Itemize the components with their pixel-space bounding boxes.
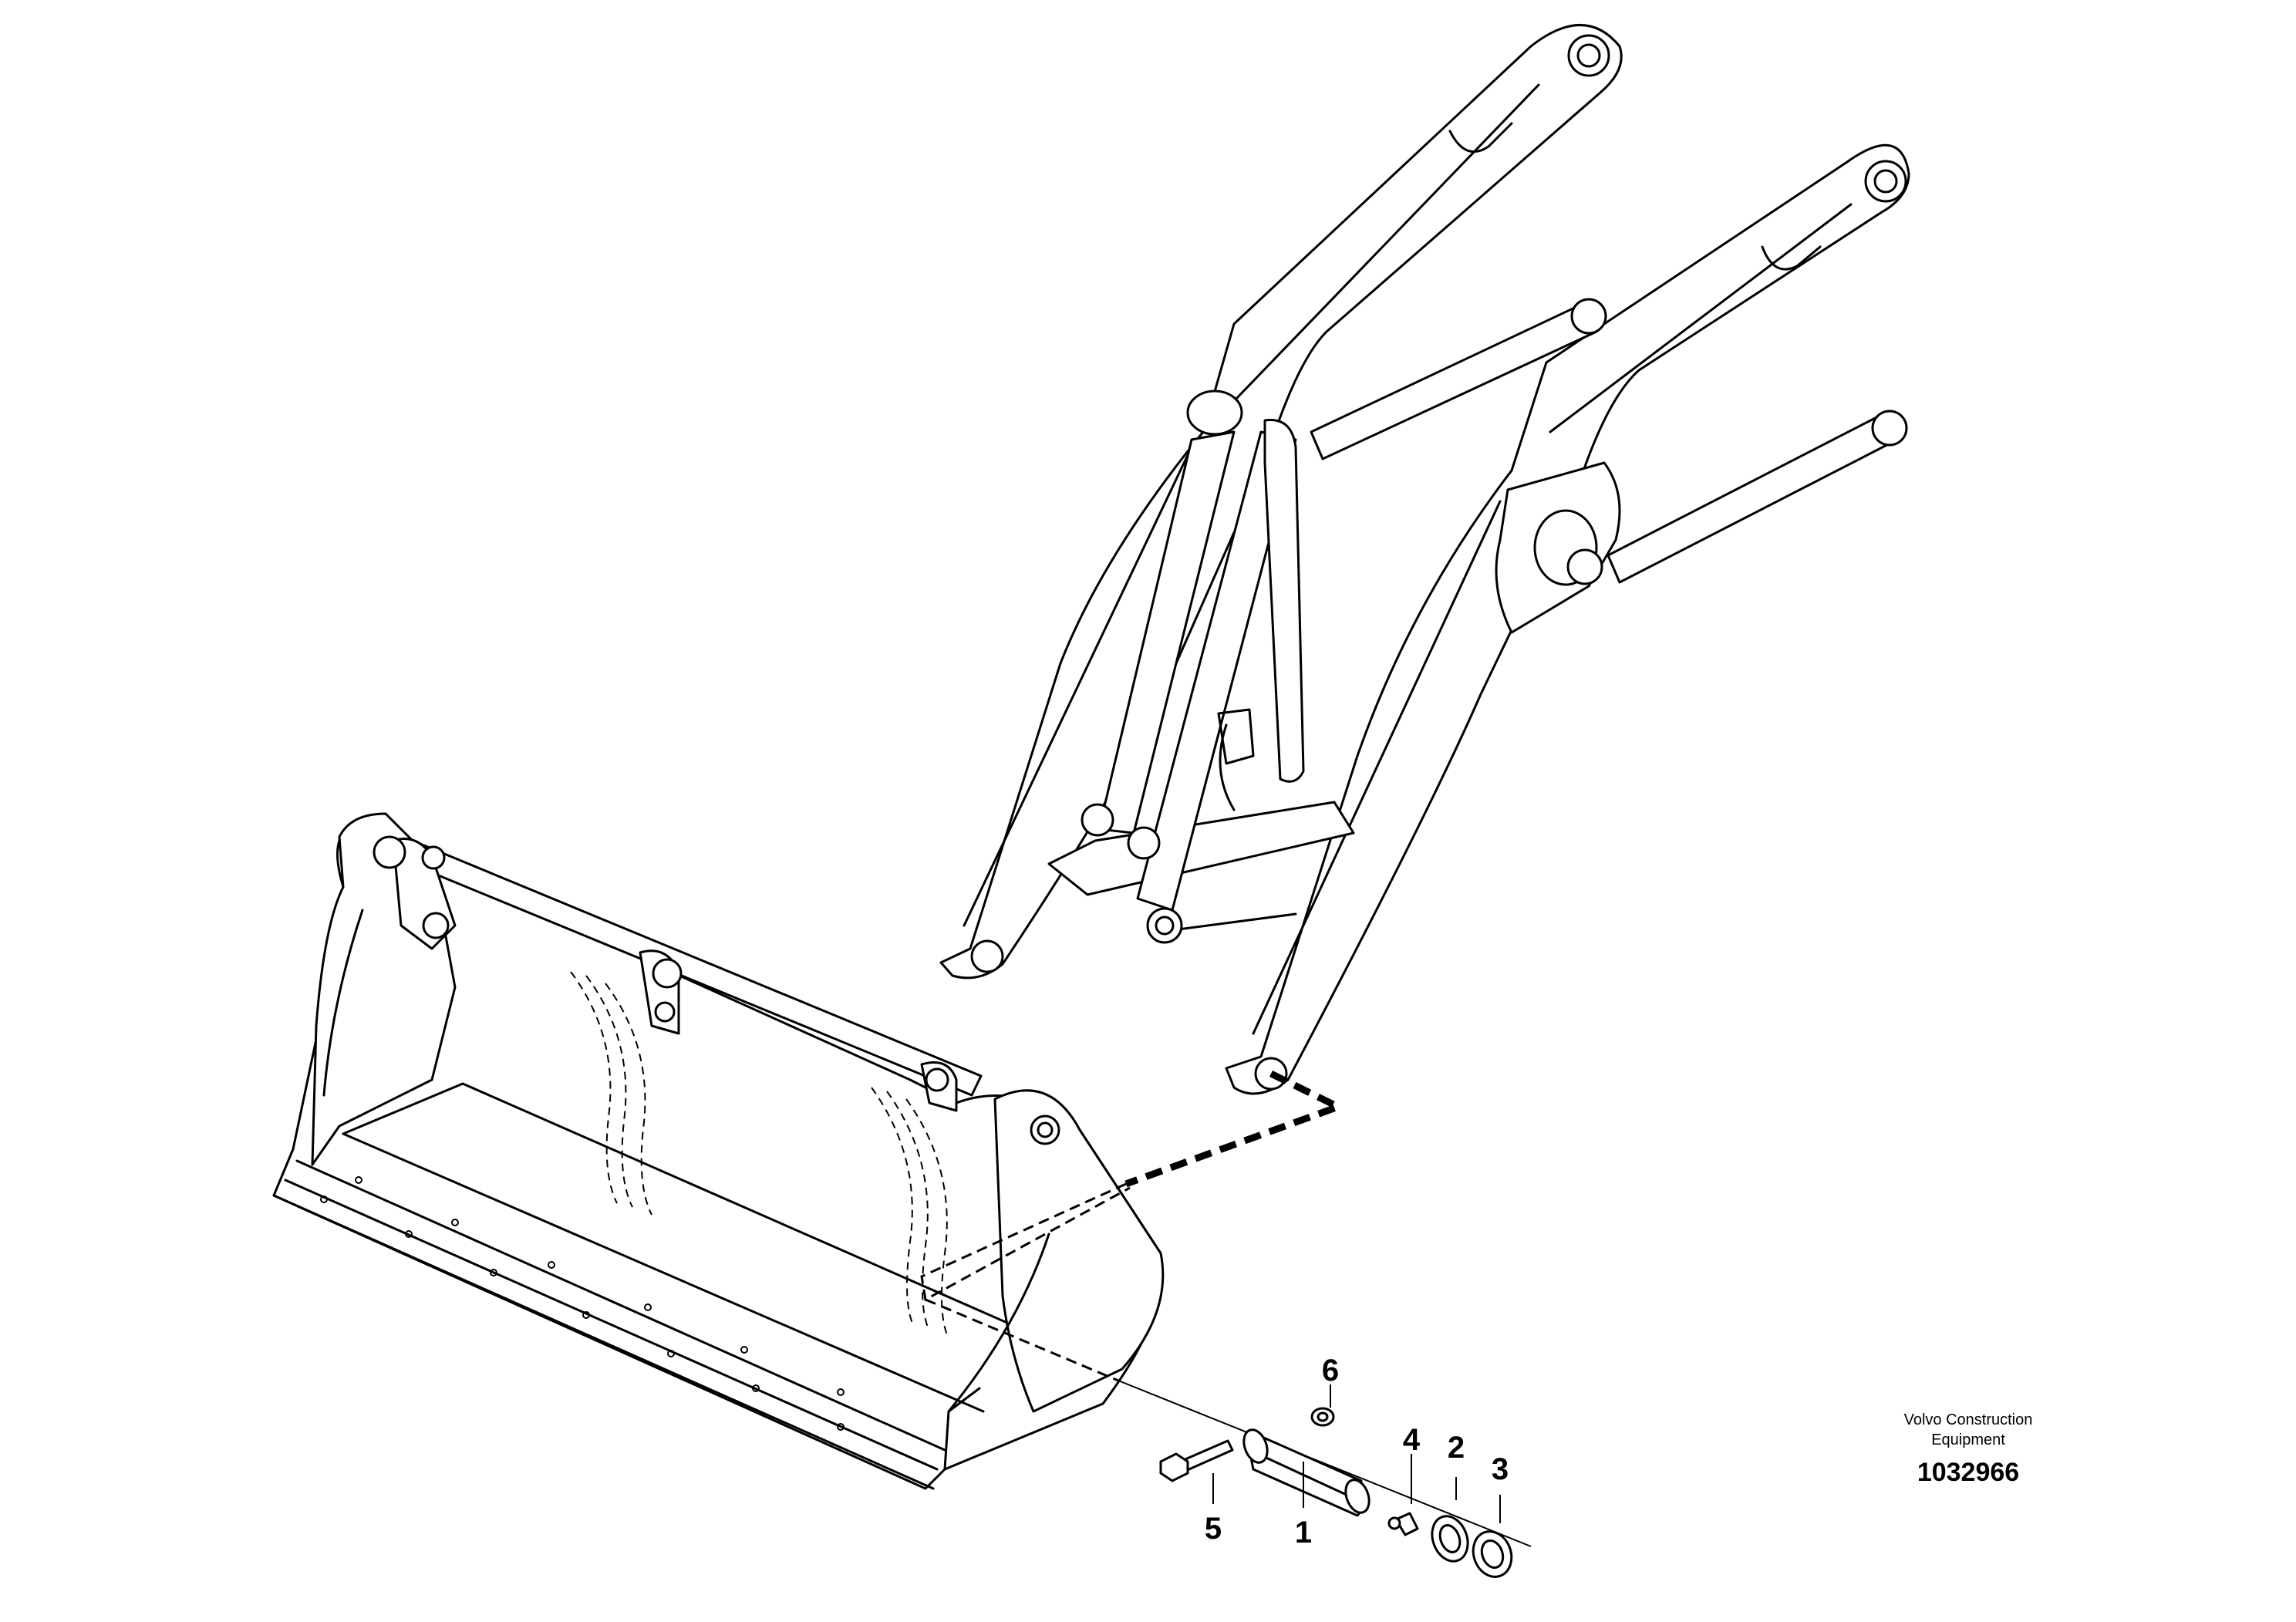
part-6-nut xyxy=(1310,1407,1335,1427)
thick-dashed-link xyxy=(1124,1070,1347,1188)
part-4-grease-nipple xyxy=(1387,1512,1419,1536)
callouts: 1 2 3 4 5 6 xyxy=(1205,1354,1509,1549)
callout-5: 5 xyxy=(1205,1512,1222,1546)
left-boom-bottom-pin xyxy=(970,939,1004,973)
title-block: Volvo Construction Equipment 1032966 xyxy=(1904,1411,2033,1487)
drawing-number: 1032966 xyxy=(1917,1458,2019,1487)
part-3-washer xyxy=(1472,1530,1513,1578)
callout-4: 4 xyxy=(1403,1423,1421,1457)
bucket xyxy=(272,812,1165,1490)
left-boom-top-pin xyxy=(1567,34,1610,77)
company-name-line1: Volvo Construction xyxy=(1904,1411,2033,1428)
part-1-pin xyxy=(1242,1428,1371,1517)
callout-2: 2 xyxy=(1448,1431,1465,1465)
company-name-line2: Equipment xyxy=(1931,1431,2005,1448)
lift-arm-assembly xyxy=(939,24,1910,1095)
cross-tube xyxy=(1047,801,1355,896)
callout-3: 3 xyxy=(1492,1452,1509,1486)
right-boom xyxy=(1225,143,1910,1095)
callout-1: 1 xyxy=(1295,1516,1312,1549)
part-5-bolt xyxy=(1159,1439,1234,1482)
callout-6: 6 xyxy=(1322,1354,1339,1388)
right-boom-top-pin xyxy=(1864,160,1907,203)
left-boom xyxy=(939,24,1623,980)
hardware-parts xyxy=(1159,1407,1513,1578)
lift-cylinder-right xyxy=(1607,411,1899,584)
part-2-washer xyxy=(1431,1515,1469,1563)
bucket-right-side-plate xyxy=(993,1089,1165,1413)
